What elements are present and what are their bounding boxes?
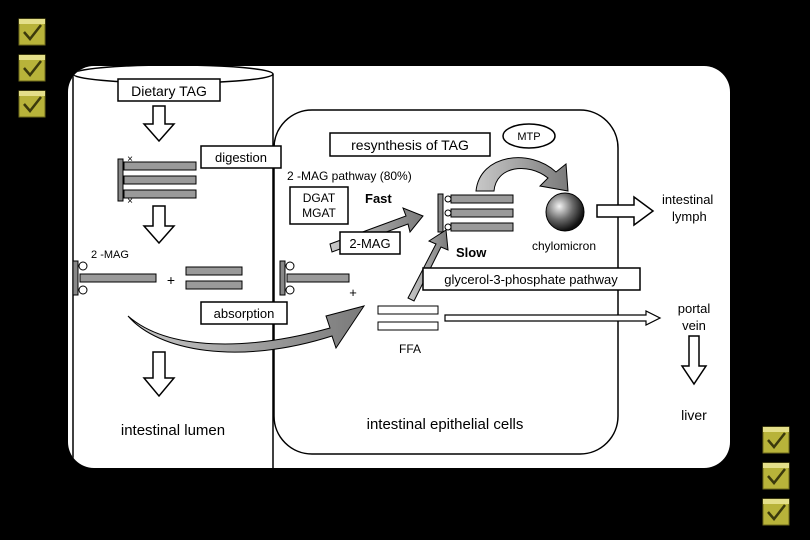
fast-label: Fast: [365, 191, 392, 206]
resynthesis-label: resynthesis of TAG: [351, 137, 469, 153]
two-mag-pathway-label: 2 -MAG pathway (80%): [287, 169, 412, 183]
two-mag-box-label: 2-MAG: [349, 236, 390, 251]
intestinal-lymph-label-2: lymph: [672, 209, 707, 224]
portal-vein-arrow: [444, 310, 662, 326]
intestinal-epithelial-cells-label: intestinal epithelial cells: [367, 416, 524, 433]
mtp-label: MTP: [517, 131, 540, 143]
two-mag-label: 2 -MAG: [91, 249, 129, 261]
plus-sign: +: [167, 272, 175, 288]
glycerol-pathway-box: [422, 267, 641, 291]
checkmark-icon: [18, 54, 46, 82]
down-arrow-icon: [142, 351, 176, 398]
mag-molecule-icon: [72, 260, 157, 296]
tag-metabolism-diagram: Dietary TAG × × digestion 2 -MAG + + abs…: [72, 66, 713, 468]
chylomicron-sphere: [545, 192, 585, 232]
liver-label: liver: [681, 407, 707, 423]
mag-membrane-molecule-icon: [279, 260, 350, 296]
ffa-cell-molecule-icon: [377, 305, 439, 331]
svg-text:×: ×: [127, 196, 133, 207]
chylomicron-label: chylomicron: [532, 239, 596, 253]
absorption-box: [200, 301, 288, 325]
diagram-panel: Dietary TAG × × digestion 2 -MAG + + abs…: [68, 66, 730, 468]
checkmark-icon: [762, 498, 790, 526]
intestinal-lumen-label: intestinal lumen: [121, 422, 225, 439]
liver-down-arrow-icon: [680, 335, 708, 386]
portal-label-1: portal: [678, 301, 711, 316]
down-arrow-icon: [142, 205, 176, 245]
svg-text:×: ×: [127, 154, 133, 165]
checkmark-icon: [18, 18, 46, 46]
checkmark-icon: [762, 426, 790, 454]
down-arrow-icon: [142, 105, 176, 143]
absorption-arrow: [127, 305, 366, 353]
slow-label: Slow: [456, 245, 487, 260]
ffa-molecule-icon: [185, 266, 243, 290]
two-mag-box: [339, 231, 401, 255]
ffa-label: FFA: [399, 342, 421, 356]
dietary-tag-box: [117, 78, 221, 102]
resynthesized-tag-icon: [437, 193, 514, 233]
digestion-label: digestion: [215, 150, 267, 165]
slow-arrow: [407, 229, 449, 302]
tag-molecule-icon: × ×: [117, 154, 197, 207]
mgat-label: MGAT: [302, 206, 336, 220]
intestinal-lumen-cylinder: [72, 66, 274, 468]
checkmark-icon: [762, 462, 790, 490]
glycerol-pathway-label: glycerol-3-phosphate pathway: [444, 272, 618, 287]
lymph-arrow: [596, 195, 655, 227]
portal-label-2: vein: [682, 318, 706, 333]
absorption-label: absorption: [214, 306, 275, 321]
curved-arrow-to-chylomicron: [475, 157, 569, 192]
checkmark-icon: [18, 90, 46, 118]
dgat-label: DGAT: [303, 191, 336, 205]
resynthesis-box: [329, 132, 491, 157]
mtp-ellipse: [502, 123, 556, 149]
dietary-tag-label: Dietary TAG: [131, 83, 207, 99]
dgat-mgat-box: [289, 186, 349, 225]
plus-sign-membrane: +: [349, 285, 357, 300]
digestion-box: [200, 145, 282, 169]
intestinal-lymph-label-1: intestinal: [662, 192, 713, 207]
